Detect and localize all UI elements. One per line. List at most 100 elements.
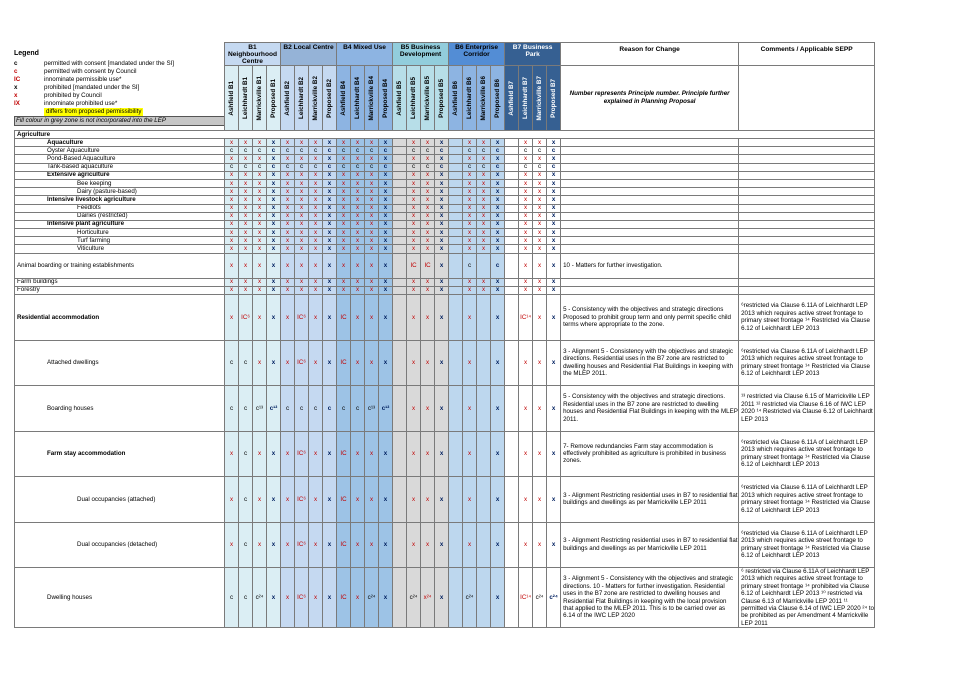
- permission-cell: x: [224, 236, 239, 246]
- permission-cell: x: [518, 228, 534, 238]
- permission-cell: x: [321, 170, 338, 180]
- permission-cell: x: [280, 285, 295, 296]
- permission-cell: x: [420, 244, 436, 254]
- permission-cell: c: [364, 146, 380, 156]
- column-header-label: Proposed B6: [494, 78, 502, 118]
- permission-cell: x²⁴: [420, 566, 436, 629]
- permission-cell: x: [462, 211, 478, 221]
- permission-cell: x: [406, 277, 422, 287]
- legend-symbol: IC: [14, 76, 21, 83]
- permission-cell: x: [280, 137, 295, 148]
- permission-cell: IC¹⁴: [518, 566, 534, 629]
- permission-cell: x: [350, 195, 366, 205]
- permission-cell: x: [280, 566, 295, 629]
- column-header-label: Marrickville B1: [256, 75, 263, 121]
- permission-cell: x: [406, 339, 422, 386]
- reason-cell: [560, 195, 740, 205]
- permission-cell: x: [321, 228, 338, 238]
- permission-cell: x: [406, 154, 422, 164]
- permission-cell: x: [321, 521, 338, 568]
- permission-cell: x: [532, 178, 548, 189]
- permission-cell: x: [350, 521, 366, 568]
- permission-cell: x: [406, 476, 422, 523]
- permission-cell: x: [336, 285, 352, 296]
- permission-cell: x: [532, 339, 548, 386]
- permission-cell: x: [406, 521, 422, 568]
- column-header: Proposed B7: [546, 65, 562, 131]
- column-header: Proposed B4: [378, 65, 394, 131]
- permission-cell: c: [336, 146, 352, 156]
- permission-cell: [448, 285, 464, 296]
- comment-cell: [738, 178, 876, 189]
- permission-cell: [448, 339, 464, 386]
- permission-cell: x: [462, 228, 478, 238]
- permission-cell: x: [224, 277, 239, 287]
- permission-cell: c: [420, 162, 436, 172]
- permission-cell: x: [321, 244, 338, 254]
- permission-cell: x: [336, 211, 352, 221]
- permission-cell: x: [406, 244, 422, 254]
- permission-cell: x: [434, 476, 450, 523]
- permission-cell: x: [546, 187, 562, 197]
- permission-cell: x: [378, 294, 394, 341]
- permission-cell: x: [252, 154, 267, 164]
- permission-cell: x: [518, 219, 534, 230]
- permission-cell: c: [350, 162, 366, 172]
- permission-cell: x: [532, 521, 548, 568]
- permission-cell: x: [224, 178, 239, 189]
- permission-cell: x: [321, 566, 338, 629]
- permission-cell: x: [378, 430, 394, 477]
- permission-cell: [448, 203, 464, 213]
- permission-cell: c: [294, 146, 309, 156]
- permission-cell: c²⁴: [462, 566, 478, 629]
- permission-cell: x: [532, 430, 548, 477]
- permission-cell: x: [224, 476, 239, 523]
- permission-cell: x: [224, 294, 239, 341]
- permission-cell: c: [321, 146, 338, 156]
- permission-cell: x: [266, 137, 281, 148]
- reason-cell: [560, 285, 740, 296]
- permission-cell: x: [252, 252, 267, 279]
- permission-cell: [448, 162, 464, 172]
- column-header: Leichhardt B6: [462, 65, 478, 131]
- permission-cell: x: [546, 228, 562, 238]
- permission-cell: x: [490, 236, 506, 246]
- row-label: Dairy (pasture-based): [14, 187, 225, 197]
- row-label: Tank-based aquaculture: [14, 162, 225, 172]
- column-header-label: Ashfield B6: [452, 80, 460, 116]
- permission-cell: x: [490, 476, 506, 523]
- column-header: Marrickville B1: [252, 65, 267, 131]
- permission-cell: x: [490, 244, 506, 254]
- permission-cell: x: [490, 219, 506, 230]
- legend-symbol: c: [14, 68, 18, 75]
- permission-cell: c: [308, 162, 323, 172]
- permission-cell: x: [294, 285, 309, 296]
- permission-cell: c: [406, 162, 422, 172]
- table-row: Agriculture: [13, 130, 876, 139]
- permission-cell: IC: [420, 252, 436, 279]
- comment-cell: ⁶restricted via Clause 6.11A of Leichhar…: [738, 339, 876, 386]
- permission-cell: x: [252, 228, 267, 238]
- permission-cell: x: [406, 219, 422, 230]
- permission-cell: x: [280, 195, 295, 205]
- permission-cell: x: [280, 521, 295, 568]
- permission-cell: x: [321, 236, 338, 246]
- permission-cell: [392, 339, 408, 386]
- permission-cell: x: [378, 277, 394, 287]
- permission-cell: [504, 294, 520, 341]
- permission-cell: c¹²: [266, 385, 281, 432]
- permission-cell: x: [224, 244, 239, 254]
- permission-cell: x: [378, 252, 394, 279]
- permission-cell: IC: [336, 339, 352, 386]
- permission-cell: x: [350, 137, 366, 148]
- permission-cell: x: [462, 137, 478, 148]
- permission-cell: x: [308, 236, 323, 246]
- permission-cell: x: [406, 228, 422, 238]
- permission-cell: x: [434, 285, 450, 296]
- permission-cell: x: [238, 178, 253, 189]
- permission-cell: c: [476, 146, 492, 156]
